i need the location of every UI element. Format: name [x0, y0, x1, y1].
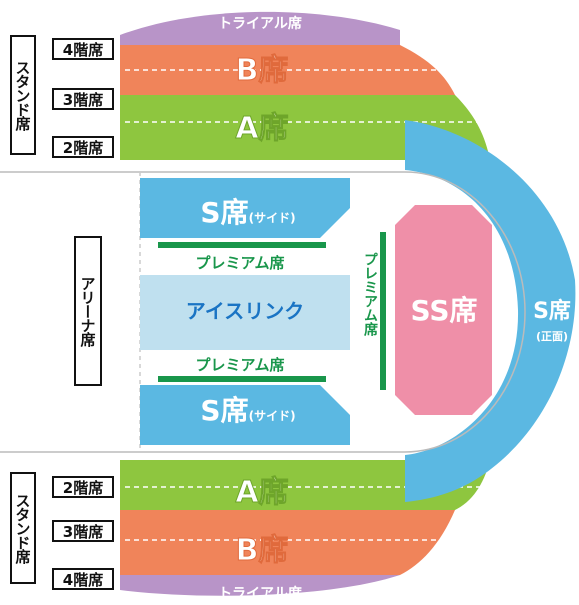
s-seat-front-band[interactable]	[405, 120, 576, 502]
premium-bar-vertical	[380, 232, 386, 390]
floor-label-2f-top: 2階席	[52, 136, 114, 158]
premium-bar-top	[158, 242, 326, 248]
premium-label-top: プレミアム席	[196, 254, 285, 272]
b-seat-label-bottom: B席	[236, 533, 289, 568]
stand-label-top: スタンド席	[10, 35, 36, 155]
floor-label-4f-top: 4階席	[52, 38, 114, 60]
floor-label-3f-top: 3階席	[52, 88, 114, 110]
s-seat-front-label: S席	[533, 298, 571, 324]
s-seat-side-top[interactable]	[140, 178, 350, 238]
trial-seat-band-top[interactable]	[120, 11, 400, 45]
s-seat-side-bottom-label: S席(サイド)	[200, 394, 295, 427]
a-seat-label-bottom: A席	[235, 475, 288, 510]
s-seat-side-top-label: S席(サイド)	[200, 196, 295, 229]
arena-label: アリーナ席	[74, 236, 102, 386]
trial-seat-band-bottom[interactable]	[120, 575, 400, 596]
a-seat-label-top: A席	[235, 111, 288, 146]
s-seat-side-bottom[interactable]	[140, 385, 350, 445]
trial-seat-label-bottom: トライアル席	[218, 585, 302, 602]
premium-bar-bottom	[158, 376, 326, 382]
b-seat-label-top: B席	[236, 53, 289, 88]
ss-seat-label: SS席	[410, 294, 477, 327]
arena-outline	[0, 171, 526, 453]
b-seat-band-bottom[interactable]	[120, 510, 455, 575]
trial-seat-label-top: トライアル席	[218, 15, 302, 32]
premium-label-vertical: プレミアム席	[362, 252, 378, 337]
ss-seat-section[interactable]	[395, 205, 492, 415]
floor-label-4f-bottom: 4階席	[52, 568, 114, 590]
floor-label-3f-bottom: 3階席	[52, 520, 114, 542]
a-seat-band-bottom[interactable]	[120, 460, 490, 510]
a-seat-band-top[interactable]	[120, 95, 490, 160]
premium-label-bottom: プレミアム席	[196, 356, 285, 374]
s-seat-front-sub-label: (正面)	[536, 330, 568, 343]
ice-rink	[140, 275, 350, 350]
floor-label-2f-bottom: 2階席	[52, 476, 114, 498]
stand-label-bottom: スタンド席	[10, 472, 36, 584]
ice-rink-label: アイスリンク	[186, 299, 304, 323]
